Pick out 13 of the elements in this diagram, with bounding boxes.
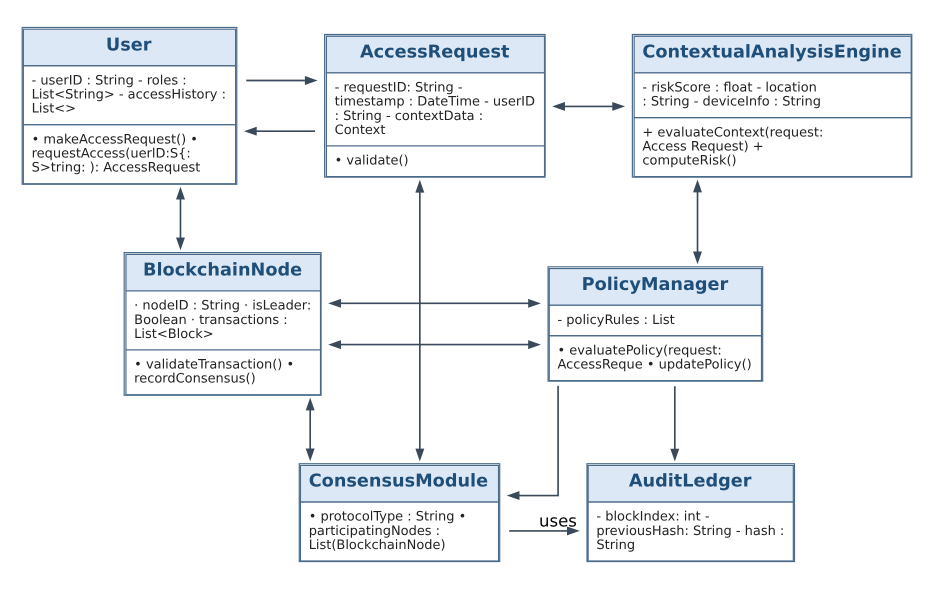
arrow	[506, 386, 559, 500]
edge-label: uses	[539, 511, 577, 530]
arrow	[328, 340, 541, 350]
arrow	[176, 186, 185, 250]
arrow	[246, 76, 318, 85]
arrow	[693, 180, 702, 264]
arrow	[306, 398, 315, 462]
arrow	[328, 298, 541, 308]
arrow	[415, 180, 424, 462]
arrow	[670, 386, 680, 462]
arrow	[244, 126, 316, 136]
arrow	[552, 102, 626, 111]
arrow	[509, 526, 580, 536]
